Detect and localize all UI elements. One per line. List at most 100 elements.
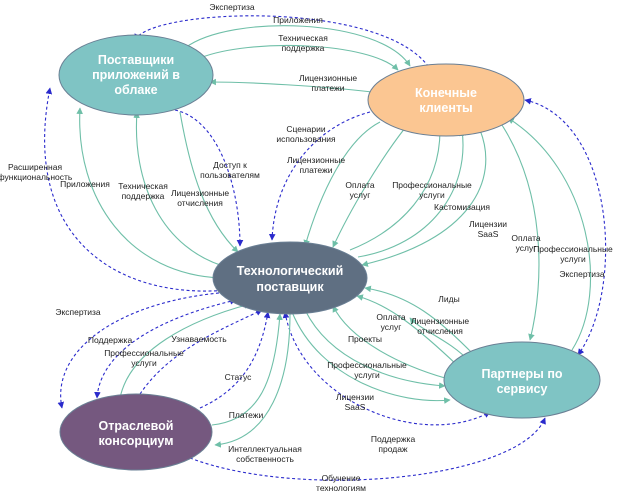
label-extended-1: Расширенная	[8, 162, 63, 172]
label-saas-partner-2: SaaS	[345, 402, 366, 412]
edge-tech-support-top	[199, 44, 399, 71]
node-cloud-label-3: облаке	[114, 83, 157, 97]
edge-support-left	[94, 298, 237, 399]
label-license-top-1: Лицензионные	[299, 73, 357, 83]
label-payment-right-2: услуг	[516, 243, 537, 253]
edge-apps-left	[76, 107, 223, 279]
label-customization: Кастомизация	[434, 202, 490, 212]
label-license-mid-1: Лицензионные	[287, 155, 345, 165]
node-tech-label-1: Технологический	[237, 264, 344, 278]
edge-payment-right	[499, 121, 540, 341]
node-tech-shape	[212, 241, 368, 315]
label-prof-partner-1: Профессиональные	[327, 360, 407, 370]
node-cloud-label-1: Поставщики	[98, 53, 174, 67]
edge-applications-top	[184, 25, 411, 67]
node-clients-shape	[367, 63, 525, 137]
label-scenarios-1: Сценарии	[286, 124, 326, 134]
node-cloud-label-2: приложений в	[92, 68, 180, 82]
edge-license-left	[179, 111, 239, 253]
label-expertise-left: Экспертиза	[55, 307, 101, 317]
node-consortium-label-2: консорциум	[99, 434, 174, 448]
edge-expertise-left	[57, 289, 231, 409]
label-awareness: Узнаваемость	[171, 334, 227, 344]
label-sales-support-1: Поддержка	[371, 434, 416, 444]
label-tech-support-top-1: Техническая	[278, 33, 328, 43]
label-expertise-right: Экспертиза	[559, 269, 605, 279]
label-prof-mid-2: услуги	[419, 190, 445, 200]
label-ip-2: собственность	[236, 454, 294, 464]
label-license-left-2: отчисления	[177, 198, 223, 208]
label-payment-right-1: Оплата	[511, 233, 541, 243]
label-prof-cons-1: Профессиональные	[104, 348, 184, 358]
label-support-left: Поддержка	[88, 335, 133, 345]
edge-prof-cons	[119, 302, 251, 399]
edge-payment-mid	[332, 127, 406, 248]
node-cloud-providers[interactable]: Поставщики приложений в облаке	[58, 34, 214, 116]
label-extended-2: функциональность	[0, 172, 73, 182]
node-consortium-label-1: Отраслевой	[99, 419, 174, 433]
label-payment-partner-2: услуг	[381, 322, 402, 332]
edge-saas-mid	[361, 129, 487, 267]
edge-license-top	[209, 78, 373, 93]
label-status: Статус	[225, 372, 253, 382]
edge-payments	[211, 313, 283, 426]
label-tech-support-left-2: поддержка	[122, 191, 165, 201]
node-tech-label-2: поставщик	[256, 280, 324, 294]
label-payment-mid-2: услуг	[350, 190, 371, 200]
label-payment-partner-1: Оплата	[376, 312, 406, 322]
label-saas-mid-1: Лицензии	[469, 219, 507, 229]
label-prof-cons-2: услуги	[131, 358, 157, 368]
label-tech-support-top-2: поддержка	[282, 43, 325, 53]
label-license-left-1: Лицензионные	[171, 188, 229, 198]
node-clients-label-2: клиенты	[419, 101, 472, 115]
node-partners-shape	[443, 341, 601, 419]
edge-sales-support	[282, 311, 491, 426]
label-apps-left: Приложения	[60, 179, 110, 189]
edge-awareness	[139, 309, 263, 395]
label-access-1: Доступ к	[213, 160, 247, 170]
label-applications-top: Приложения	[273, 15, 323, 25]
node-partners-label-1: Партнеры по	[482, 367, 563, 381]
label-license-partner-1: Лицензионные	[411, 316, 469, 326]
node-cloud-shape	[58, 34, 214, 116]
node-consortium[interactable]: Отраслевой консорциум	[59, 393, 213, 471]
label-projects: Проекты	[348, 334, 382, 344]
edge-status	[199, 311, 271, 409]
edge-prof-mid	[349, 129, 444, 251]
edge-extended	[44, 87, 229, 292]
node-consortium-shape	[59, 393, 213, 471]
node-tech-provider[interactable]: Технологический поставщик	[212, 241, 368, 315]
label-access-2: пользователям	[200, 170, 260, 180]
label-saas-mid-2: SaaS	[478, 229, 499, 239]
edge-access	[174, 109, 244, 247]
label-prof-partner-2: услуги	[354, 370, 380, 380]
node-clients-label-1: Конечные	[415, 86, 477, 100]
edge-expertise-top	[134, 15, 433, 73]
edge-expertise-right	[524, 98, 607, 356]
node-partners-label-2: сервису	[497, 382, 548, 396]
edge-customization	[357, 129, 467, 258]
edge-ip	[214, 313, 291, 448]
edge-scenarios	[268, 111, 371, 241]
label-sales-support-2: продаж	[378, 444, 408, 454]
label-prof-mid-1: Профессиональные	[392, 180, 472, 190]
node-service-partners[interactable]: Партнеры по сервису	[443, 341, 601, 419]
label-scenarios-2: использования	[276, 134, 336, 144]
label-prof-right-2: услуги	[560, 254, 586, 264]
node-end-clients[interactable]: Конечные клиенты	[367, 63, 525, 137]
edge-tech-support-left	[133, 111, 231, 269]
label-license-mid-2: платежи	[300, 165, 333, 175]
label-ip-1: Интеллектуальная	[228, 444, 302, 454]
label-prof-right-1: Профессиональные	[533, 244, 613, 254]
label-payments: Платежи	[229, 410, 264, 420]
label-saas-partner-1: Лицензии	[336, 392, 374, 402]
edge-training	[189, 417, 546, 481]
label-expertise-top: Экспертиза	[209, 2, 255, 12]
label-tech-support-left-1: Техническая	[118, 181, 168, 191]
label-leads: Лиды	[438, 294, 459, 304]
label-license-partner-2: отчисления	[417, 326, 463, 336]
edge-license-mid	[303, 121, 381, 247]
label-payment-mid-1: Оплата	[345, 180, 375, 190]
label-training-2: технологиям	[316, 483, 366, 493]
